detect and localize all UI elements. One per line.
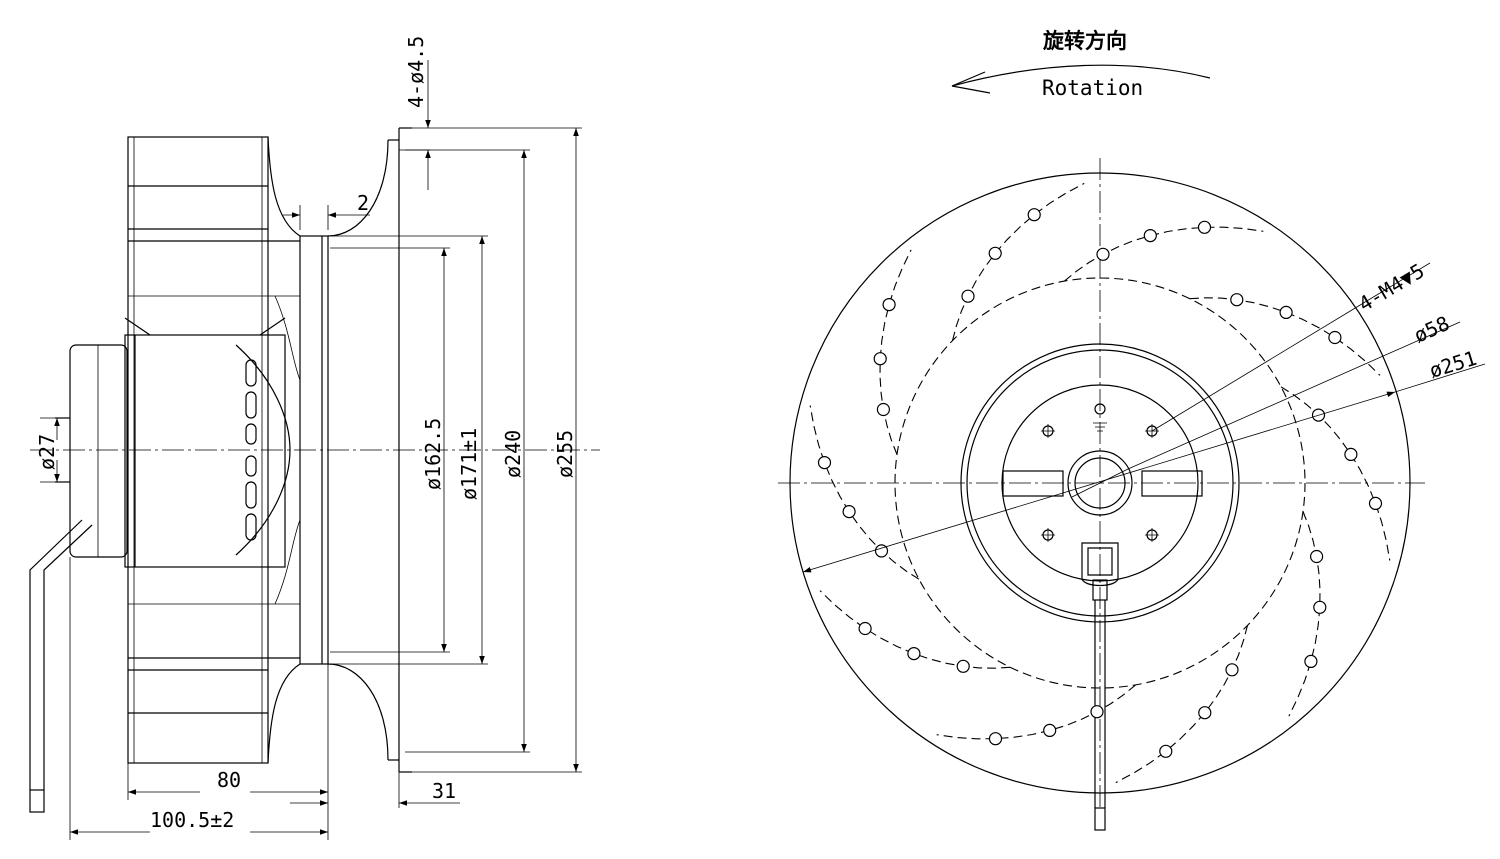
backplate	[299, 235, 329, 665]
blade-6	[936, 684, 1136, 740]
rotation-arrow	[951, 64, 1211, 87]
motor	[55, 317, 291, 568]
dim-80-label: 80	[217, 768, 241, 792]
blade-9	[879, 249, 912, 455]
dim-screw-label: 4-M4▼5	[1354, 259, 1428, 317]
dim-31-label: 31	[432, 779, 456, 803]
blade-vent	[988, 246, 1002, 260]
dim-diameters: ø162.5 ø171±1 ø240 ø255	[330, 127, 582, 773]
blade-vent	[1090, 705, 1104, 719]
impeller-blades	[127, 136, 301, 764]
blade-vent	[961, 289, 975, 303]
blade-vent	[1159, 744, 1173, 758]
outer-ring	[789, 172, 1411, 794]
dim-d171-label: ø171±1	[457, 428, 481, 500]
blade-vent	[1096, 247, 1110, 261]
blade-vent	[988, 732, 1003, 746]
blade-vent	[1313, 600, 1327, 614]
blade-4	[1288, 511, 1321, 717]
blade-1	[1064, 226, 1264, 282]
blade-vent	[873, 352, 887, 366]
blade-vent	[882, 298, 896, 312]
slot-left	[1002, 470, 1064, 497]
rotation-label-cn: 旋转方向	[1042, 29, 1127, 53]
blade-vent	[1309, 549, 1324, 564]
blade-vent	[907, 646, 921, 661]
blade-vent	[858, 621, 872, 636]
blade-vent	[817, 456, 832, 470]
rotation-indicator: 旋转方向 Rotation	[951, 29, 1211, 100]
blade-vent	[876, 402, 891, 417]
rotation-label-en: Rotation	[1042, 76, 1143, 100]
blade-vent	[1198, 706, 1212, 720]
dim-d58-label: ø58	[1410, 311, 1453, 348]
blade-vent	[1197, 220, 1212, 234]
blade-vent	[1368, 496, 1383, 510]
dim-depths: 80 100.5±2 31	[69, 557, 460, 840]
blade-vent	[1027, 208, 1041, 222]
blade-vent	[956, 659, 970, 673]
dim-hole-label: 4-ø4.5	[404, 36, 428, 108]
blade-vent	[1279, 305, 1293, 319]
blade-3	[1280, 386, 1391, 561]
dim-flange: 2	[283, 191, 370, 230]
dim-d251-label: ø251	[1426, 346, 1479, 383]
blade-vent	[1225, 663, 1239, 677]
dim-d240-label: ø240	[501, 430, 525, 478]
blade-vent	[1230, 293, 1244, 307]
dim-shaft-label: ø27	[35, 434, 59, 470]
side-view: 4-ø4.5 2 ø27	[29, 36, 600, 840]
blade-5	[1115, 625, 1249, 784]
blade-vent	[1304, 654, 1318, 669]
blade-vent	[1328, 330, 1342, 345]
dim-100-label: 100.5±2	[150, 808, 234, 832]
blade-vent	[1344, 447, 1358, 461]
blade-vent	[842, 505, 856, 519]
blade-vent	[1043, 723, 1057, 738]
dim-d255-label: ø255	[553, 430, 577, 478]
dim-shaft: ø27	[35, 417, 64, 483]
dim-d162-label: ø162.5	[421, 418, 445, 490]
dim-flange-label: 2	[357, 191, 369, 215]
blade-vent	[1143, 229, 1157, 243]
slot-right	[1141, 470, 1203, 497]
dim-hole: 4-ø4.5	[404, 36, 431, 190]
blade-10	[951, 182, 1085, 341]
cable	[29, 519, 93, 813]
front-view: 4-M4▼5 ø58 ø251	[778, 158, 1486, 831]
motor-vents	[245, 359, 257, 541]
